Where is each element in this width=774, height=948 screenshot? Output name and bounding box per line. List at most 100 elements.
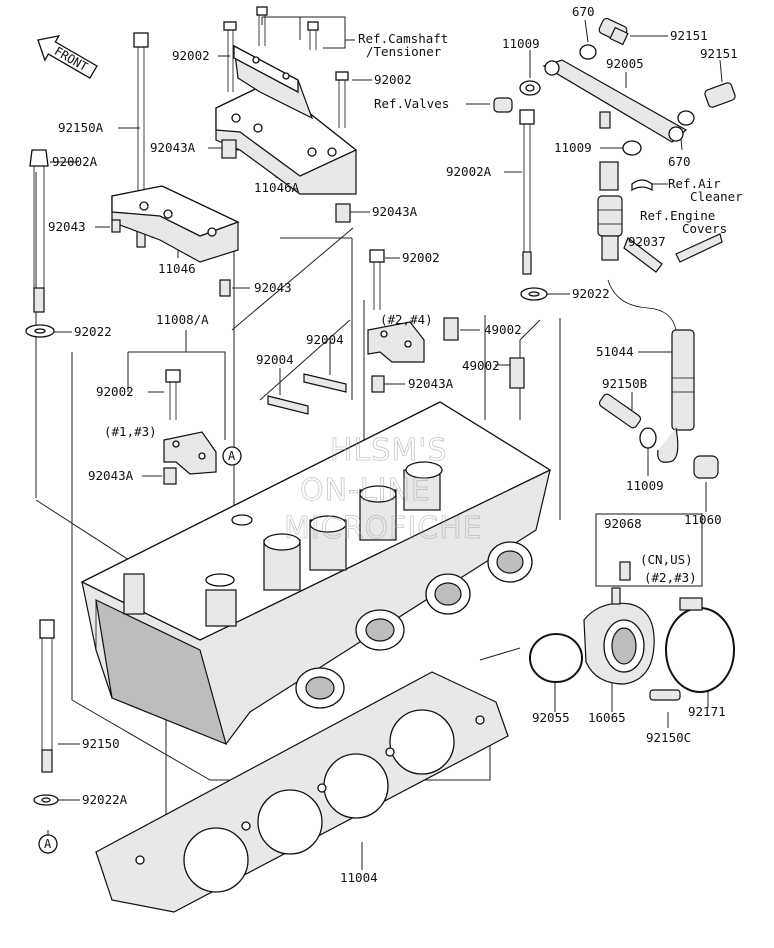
label-ref-camshaft: Ref.Camshaft [358,31,448,46]
label-11009-top: 11009 [502,36,540,51]
marker-a-top: A [222,446,242,466]
part-labels: 92002 Ref.Camshaft /Tensioner 92002 9215… [48,4,743,885]
air-valve [597,161,653,261]
label-11060: 11060 [684,512,722,527]
fitting-49002 [443,317,525,389]
label-92043A-lower-left: 92043A [88,468,134,483]
bolt-92002-top [223,6,349,128]
label-16065: 16065 [588,710,626,725]
marker-a-top-label: A [228,449,236,463]
gasket-11004 [95,671,509,913]
watermark-line-2: ON-LINE [300,473,431,508]
bolt-92151-a [598,17,629,46]
label-92022-right: 92022 [572,286,610,301]
watermark: HLSM'S ON-LINE MICROFICHE [284,433,483,547]
label-ref-air: Ref.Air [668,176,721,191]
label-92002-lower: 92002 [96,384,134,399]
label-92150C: 92150C [646,730,691,745]
bolt-92150B [598,393,642,429]
cylinder-head [80,401,552,746]
label-11046A: 11046A [254,180,300,195]
label-ref-engine: Ref.Engine [640,208,715,223]
label-11004: 11004 [340,870,378,885]
washer-92022-left [25,324,55,338]
label-11009-low: 11009 [626,478,664,493]
label-11008A: 11008/A [156,312,209,327]
camshaft-holder-11046 [111,185,240,297]
bolt-92037 [623,233,723,273]
watermark-line-1: HLSM'S [330,433,448,468]
oring-670-mid [677,110,695,126]
washer-92022A [33,794,59,806]
label-49002-b: 49002 [462,358,500,373]
label-2-3: (#2,#3) [644,570,697,585]
label-670-top: 670 [572,4,595,19]
label-cn-us: (CN,US) [640,552,693,567]
box-92068 [595,513,703,587]
label-92005: 92005 [606,56,644,71]
label-92043-lower: 92043 [254,280,292,295]
bolt-92002A-left [29,149,49,313]
bolt-92151-b [704,82,736,108]
label-11009-mid: 11009 [554,140,592,155]
label-92151-a: 92151 [670,28,708,43]
label-11046: 11046 [158,261,196,276]
bolt-92002A-right [519,109,535,275]
stud-92004-a [303,373,347,393]
label-92002A-right: 92002A [446,164,492,179]
holder-16065 [583,587,655,685]
label-92004-b: 92004 [256,352,294,367]
watermark-line-3: MICROFICHE [284,511,483,546]
front-arrow: FRONT [37,34,98,79]
collar-11060 [693,455,719,479]
label-cleaner: Cleaner [690,189,743,204]
label-92055: 92055 [532,710,570,725]
screw-92150C [649,689,681,701]
washer-11009-top [519,80,541,96]
label-92043A-upper: 92043A [150,140,196,155]
oring-92055 [529,633,583,683]
washer-92022-right [520,287,548,301]
marker-a-bottom: A [38,834,58,854]
label-92150B: 92150B [602,376,647,391]
label-92043: 92043 [48,219,86,234]
clamp-92171 [665,597,735,693]
label-ref-valves: Ref.Valves [374,96,449,111]
label-92002A-left: 92002A [52,154,98,169]
stud-92004-b [267,395,309,415]
label-92002-mid: 92002 [402,250,440,265]
label-670-mid: 670 [668,154,691,169]
label-1-3: (#1,#3) [104,424,157,439]
dowel-92043A-upper [221,139,351,223]
label-2-4: (#2,#4) [380,312,433,327]
oring-670-top [579,44,597,60]
front-label: FRONT [52,44,90,74]
label-92022A: 92022A [82,792,128,807]
label-92002-top: 92002 [172,48,210,63]
label-92037: 92037 [628,234,666,249]
label-92004-a: 92004 [306,332,344,347]
washer-11009-mid [622,140,642,156]
ref-valves-part [493,97,513,113]
bolt-92002-mid [367,249,425,393]
label-51044: 51044 [596,344,634,359]
label-92043A-mid: 92043A [372,204,418,219]
washer-11009-low [639,427,657,449]
label-49002-a: 49002 [484,322,522,337]
label-92002-right: 92002 [374,72,412,87]
pipe-92005 [542,59,688,143]
label-92068: 92068 [604,516,642,531]
camshaft-holder-11046A [215,44,358,195]
bolt-92002-lower [163,369,217,485]
marker-a-bottom-label: A [44,837,52,851]
bolt-92150 [39,619,55,773]
label-92151-b: 92151 [700,46,738,61]
label-ref-tensioner: /Tensioner [366,44,442,59]
label-covers: Covers [682,221,727,236]
label-92150A: 92150A [58,120,104,135]
label-92043A-lower-mid: 92043A [408,376,454,391]
label-92150: 92150 [82,736,120,751]
label-92171: 92171 [688,704,726,719]
label-92022-left: 92022 [74,324,112,339]
